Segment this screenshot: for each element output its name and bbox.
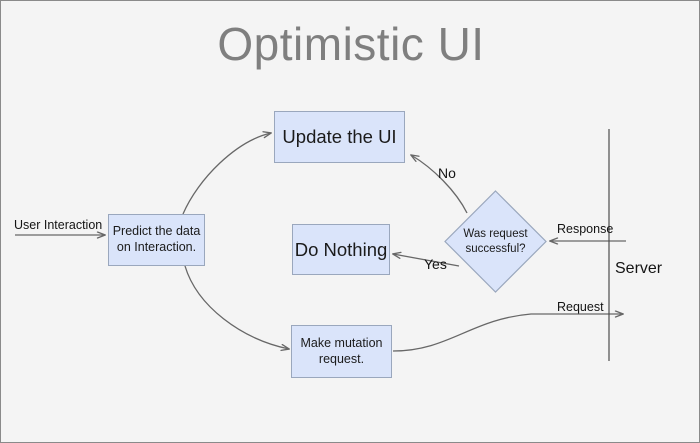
edge-decision-no-to-update: [411, 155, 468, 214]
edge-label-response: Response: [557, 222, 614, 236]
server-boundary-label: Server: [615, 260, 663, 277]
decision-label: Was request successful?: [463, 227, 528, 255]
node-do-nothing[interactable]: Do Nothing: [292, 224, 390, 275]
edge-predict-to-update: [182, 133, 271, 215]
edge-decision-yes-to-do-nothing: [393, 254, 460, 267]
edge-label-no: No: [438, 165, 456, 181]
edge-predict-to-mutation: [184, 265, 289, 349]
edge-label-request: Request: [557, 300, 604, 314]
node-update-the-ui[interactable]: Update the UI: [274, 111, 405, 163]
page-title: Optimistic UI: [217, 18, 485, 70]
node-make-mutation-request[interactable]: Make mutation request.: [291, 325, 392, 378]
edge-label-yes: Yes: [424, 256, 447, 272]
node-predict-the-data[interactable]: Predict the data on Interaction.: [108, 214, 205, 266]
node-decision-was-request-successful[interactable]: Was request successful?: [444, 190, 547, 293]
edge-label-user-interaction: User Interaction: [14, 218, 103, 232]
edge-mutation-to-server-request: [392, 314, 623, 352]
diamond-shape: [444, 190, 547, 293]
